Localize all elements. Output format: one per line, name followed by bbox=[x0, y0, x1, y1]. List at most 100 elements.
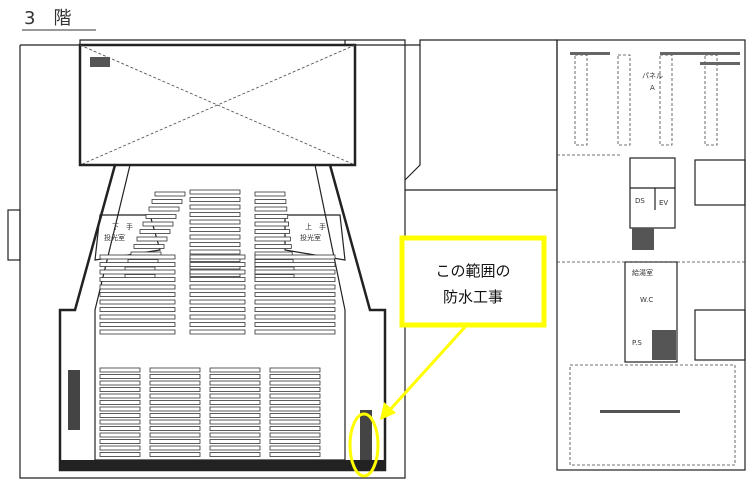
seat-row bbox=[189, 299, 246, 305]
seat-row bbox=[149, 439, 201, 444]
right-projection-room: 上 手 投光室 bbox=[300, 222, 326, 242]
seat-row bbox=[189, 204, 241, 210]
right-wing: パネル A DS EV 給湯室 W.C P.S bbox=[557, 52, 746, 466]
seat-row bbox=[99, 413, 141, 418]
seat-row bbox=[254, 199, 287, 204]
seat-row bbox=[254, 229, 290, 234]
seat-row bbox=[269, 452, 321, 457]
seat-row bbox=[133, 244, 165, 249]
seat-row bbox=[254, 214, 289, 219]
room-label: W.C bbox=[640, 296, 653, 304]
seat-row bbox=[99, 387, 141, 392]
seat-row bbox=[149, 367, 201, 373]
seat-row bbox=[99, 322, 176, 327]
seat-row bbox=[136, 236, 168, 242]
seat-row bbox=[189, 284, 246, 290]
seat-row bbox=[269, 419, 321, 425]
seat-row bbox=[99, 314, 176, 320]
auditorium-seating bbox=[99, 189, 336, 457]
seat-row bbox=[254, 262, 336, 267]
seat-row bbox=[269, 432, 321, 438]
seat-row bbox=[209, 426, 261, 431]
seat-row bbox=[149, 387, 201, 392]
seat-row bbox=[99, 277, 176, 282]
seat-row bbox=[254, 322, 336, 327]
seat-row bbox=[254, 299, 336, 305]
room-label: DS bbox=[635, 197, 645, 205]
seat-row bbox=[189, 292, 246, 297]
seat-row bbox=[254, 269, 336, 275]
seat-row bbox=[269, 413, 321, 418]
seat-row bbox=[269, 400, 321, 405]
seat-row bbox=[189, 269, 246, 275]
seat-row bbox=[189, 262, 246, 267]
seat-row bbox=[99, 400, 141, 405]
seat-row bbox=[269, 426, 321, 431]
seat-row bbox=[269, 374, 321, 379]
seat-row bbox=[99, 329, 176, 335]
seat-row bbox=[99, 419, 141, 425]
seat-row bbox=[254, 329, 336, 335]
seat-row bbox=[189, 322, 246, 327]
seat-row bbox=[209, 432, 261, 438]
seat-row bbox=[149, 374, 201, 379]
seat-row bbox=[189, 212, 241, 217]
room-label: 下 手 bbox=[112, 222, 133, 231]
seat-row bbox=[189, 249, 241, 255]
room-label: パネル bbox=[642, 72, 663, 80]
room-label: 給湯室 bbox=[632, 268, 653, 277]
room-label: 投光室 bbox=[104, 233, 125, 242]
seat-row bbox=[99, 452, 141, 457]
seat-row bbox=[209, 380, 261, 386]
stage-fly-area bbox=[78, 43, 357, 167]
seat-row bbox=[209, 387, 261, 392]
room-label: EV bbox=[659, 199, 668, 207]
seat-row bbox=[254, 307, 336, 312]
seat-row bbox=[189, 234, 241, 240]
callout-line: この範囲の bbox=[435, 262, 510, 280]
seat-row bbox=[189, 277, 246, 282]
seat-row bbox=[142, 221, 174, 227]
seat-row bbox=[269, 445, 321, 451]
seat-row bbox=[145, 214, 177, 219]
seat-row bbox=[99, 406, 141, 412]
room-label: P.S bbox=[632, 339, 642, 347]
seat-row bbox=[254, 314, 336, 320]
seat-row bbox=[99, 439, 141, 444]
seat-row bbox=[99, 284, 176, 290]
seat-row bbox=[149, 432, 201, 438]
seat-row bbox=[254, 221, 289, 227]
seat-row bbox=[149, 452, 201, 457]
seat-row bbox=[99, 426, 141, 431]
left-projection-room: 下 手 投光室 bbox=[104, 222, 133, 242]
seat-row bbox=[149, 380, 201, 386]
seat-row bbox=[149, 393, 201, 399]
seat-row bbox=[269, 380, 321, 386]
seat-row bbox=[99, 262, 176, 267]
waterproofing-callout: この範囲の 防水工事 bbox=[348, 235, 547, 478]
seat-row bbox=[254, 206, 288, 212]
seat-row bbox=[148, 206, 180, 212]
seat-row bbox=[149, 445, 201, 451]
callout-line: 防水工事 bbox=[443, 288, 503, 306]
seat-row bbox=[269, 393, 321, 399]
seat-row bbox=[99, 269, 176, 275]
seat-row bbox=[189, 227, 241, 232]
seat-row bbox=[149, 426, 201, 431]
seat-row bbox=[209, 439, 261, 444]
seat-row bbox=[189, 307, 246, 312]
floor-title: 3 階 bbox=[24, 8, 71, 29]
seat-row bbox=[269, 406, 321, 412]
highlight-ellipse bbox=[348, 412, 380, 478]
seat-row bbox=[149, 419, 201, 425]
seat-row bbox=[99, 254, 176, 260]
seat-row bbox=[254, 191, 286, 197]
seat-row bbox=[254, 244, 292, 249]
room-label: 上 手 bbox=[305, 222, 326, 231]
arrow-head-icon bbox=[380, 402, 396, 420]
seat-row bbox=[269, 367, 321, 373]
seat-row bbox=[209, 367, 261, 373]
seat-row bbox=[209, 406, 261, 412]
seat-row bbox=[149, 413, 201, 418]
